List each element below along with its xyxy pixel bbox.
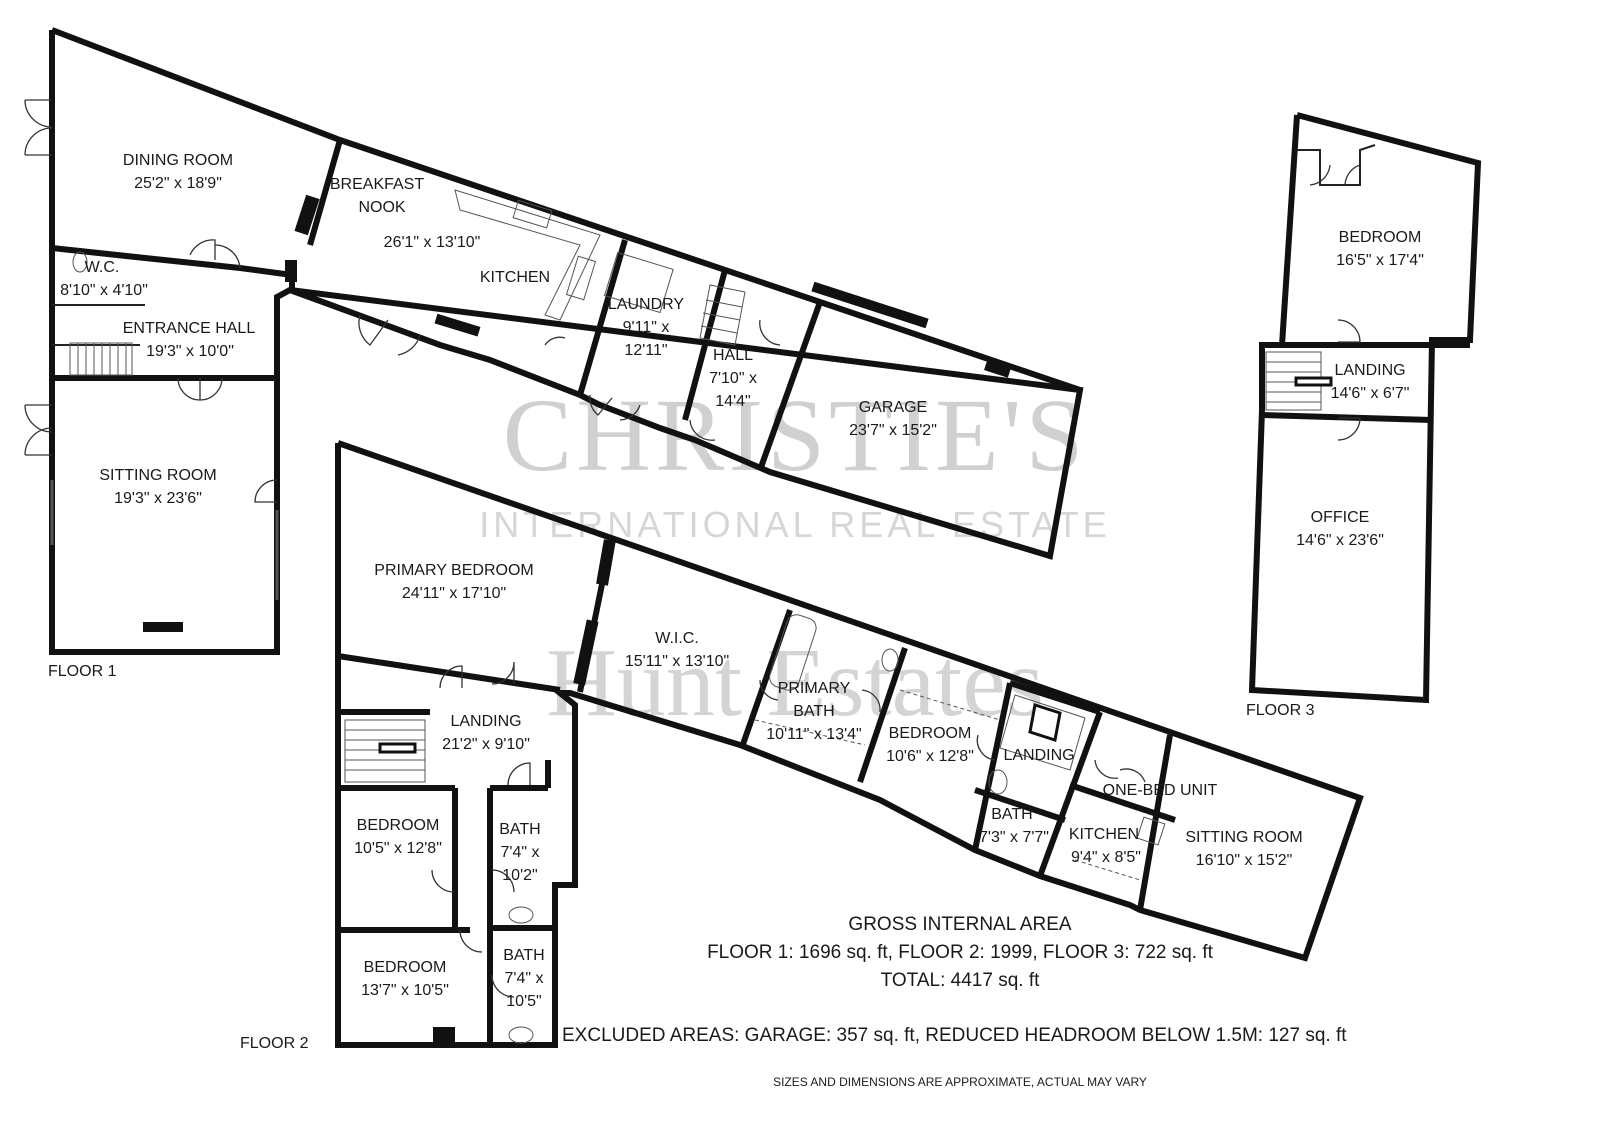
- floor-2-fixtures: [508, 614, 1166, 1044]
- room-size-bath-a-1: 7'4" x: [501, 844, 540, 861]
- room-size-bath-b-2: 10'5": [506, 993, 541, 1010]
- floor-2-plan: PRIMARY BEDROOM 24'11" x 17'10" W.I.C. 1…: [240, 440, 1364, 1052]
- room-size-hall-2: 14'4": [715, 393, 750, 410]
- watermark-tagline: INTERNATIONAL REAL ESTATE: [479, 504, 1110, 545]
- gross-area-floors: FLOOR 1: 1696 sq. ft, FLOOR 2: 1999, FLO…: [707, 942, 1214, 963]
- room-name-sitting: SITTING ROOM: [99, 467, 216, 484]
- room-size-bedroom-mid: 10'6" x 12'8": [886, 748, 974, 765]
- bedroom-landing-wall: [972, 682, 1013, 851]
- room-size-primary-bedroom: 24'11" x 17'10": [402, 585, 506, 602]
- room-size-unit-kitchen: 9'4" x 8'5": [1071, 849, 1141, 866]
- room-name-unit-sitting: SITTING ROOM: [1185, 829, 1302, 846]
- room-size-laundry-1: 9'11" x: [623, 319, 670, 336]
- hall-stairs: [699, 284, 746, 346]
- room-name-f3-landing: LANDING: [1334, 362, 1405, 379]
- entrance-stairs: [69, 342, 133, 376]
- floor-2-room-labels: PRIMARY BEDROOM 24'11" x 17'10" W.I.C. 1…: [354, 562, 1303, 1010]
- dining-breakfast-wall: [307, 139, 343, 246]
- floor-1-outer-wall: [49, 30, 1084, 655]
- room-name-garage: GARAGE: [859, 399, 927, 416]
- excluded-areas: EXCLUDED AREAS: GARAGE: 357 sq. ft, REDU…: [562, 1025, 1347, 1046]
- room-size-primary-bath: 10'11" x 13'4": [766, 726, 861, 743]
- floor-3-plan: BEDROOM 16'5" x 17'4" LANDING 14'6" x 6'…: [1246, 112, 1482, 719]
- room-name-wc: W.C.: [85, 259, 120, 276]
- room-name-laundry: LAUNDRY: [608, 296, 685, 313]
- watermark-brand: CHRISTIE'S: [503, 378, 1088, 493]
- gross-area-total: TOTAL: 4417 sq. ft: [881, 970, 1040, 991]
- kitchen-sitting-wall: [1137, 734, 1173, 911]
- room-name-entrance-hall: ENTRANCE HALL: [123, 320, 256, 337]
- room-name-primary-bath-2: BATH: [793, 703, 834, 720]
- hall-garage-wall: [757, 300, 823, 472]
- room-name-bath-a: BATH: [499, 821, 540, 838]
- room-name-landing-right: LANDING: [1003, 747, 1074, 764]
- floor-1-doors: [24, 99, 781, 503]
- room-size-sitting: 19'3" x 23'6": [114, 490, 202, 507]
- room-size-entrance-hall: 19'3" x 10'0": [146, 343, 234, 360]
- room-size-landing-left: 21'2" x 9'10": [442, 736, 530, 753]
- floor-3-doors: [1309, 164, 1361, 441]
- floor-2-doors: [431, 661, 1146, 998]
- wic-bath-wall: [739, 609, 793, 748]
- kitchen-counters: [454, 189, 674, 321]
- room-name-bedroom-mid: BEDROOM: [889, 725, 972, 742]
- room-size-bath-small: 7'3" x 7'7": [979, 829, 1049, 846]
- room-name-primary-bath-1: PRIMARY: [778, 680, 851, 697]
- disclaimer: SIZES AND DIMENSIONS ARE APPROXIMATE, AC…: [773, 1075, 1147, 1089]
- floor-1-windows: [50, 480, 279, 600]
- floor-3-room-labels: BEDROOM 16'5" x 17'4" LANDING 14'6" x 6'…: [1296, 229, 1424, 549]
- floor-1-label: FLOOR 1: [48, 663, 117, 680]
- gross-area-heading: GROSS INTERNAL AREA: [848, 914, 1071, 935]
- room-name-one-bed-unit: ONE-BED UNIT: [1103, 782, 1218, 799]
- room-size-dining: 25'2" x 18'9": [134, 175, 222, 192]
- area-summary: GROSS INTERNAL AREA FLOOR 1: 1696 sq. ft…: [562, 914, 1347, 1089]
- floor-2-stairs-right: [999, 694, 1086, 771]
- room-size-bath-b-1: 7'4" x: [505, 970, 544, 987]
- room-size-f3-landing: 14'6" x 6'7": [1331, 385, 1410, 402]
- floor-1-plan: DINING ROOM 25'2" x 18'9" W.C. 8'10" x 4…: [24, 27, 1084, 680]
- room-size-breakfast: 26'1" x 13'10": [384, 234, 481, 251]
- room-size-f3-bedroom: 16'5" x 17'4": [1336, 252, 1424, 269]
- room-name-landing-left: LANDING: [450, 713, 521, 730]
- watermark: CHRISTIE'S INTERNATIONAL REAL ESTATE Hun…: [479, 378, 1110, 737]
- room-name-unit-kitchen: KITCHEN: [1069, 826, 1139, 843]
- primary-bedroom-bottom-wall: [337, 653, 561, 693]
- floor-1-top-wall: [50, 27, 1081, 393]
- floor-3-label: FLOOR 3: [1246, 702, 1315, 719]
- floor-2-label: FLOOR 2: [240, 1035, 309, 1052]
- room-size-bedroom-a: 10'5" x 12'8": [354, 840, 442, 857]
- room-size-wc: 8'10" x 4'10": [60, 282, 148, 299]
- landing-kitchen-wall: [1037, 710, 1103, 878]
- room-size-office: 14'6" x 23'6": [1296, 532, 1384, 549]
- room-size-bedroom-b: 13'7" x 10'5": [361, 982, 449, 999]
- room-name-bath-b: BATH: [503, 947, 544, 964]
- floor-2-stairs-left: [344, 719, 426, 783]
- room-size-garage: 23'7" x 15'2": [849, 422, 937, 439]
- room-name-dining: DINING ROOM: [123, 152, 233, 169]
- room-size-hall-1: 7'10" x: [709, 370, 757, 387]
- room-name-primary-bedroom: PRIMARY BEDROOM: [374, 562, 533, 579]
- watermark-agency: Hunt Estates: [546, 629, 1044, 737]
- room-name-f3-bedroom: BEDROOM: [1339, 229, 1422, 246]
- room-name-kitchen: KITCHEN: [480, 269, 550, 286]
- room-name-bath-small: BATH: [991, 806, 1032, 823]
- room-name-office: OFFICE: [1311, 509, 1370, 526]
- floor-1-room-labels: DINING ROOM 25'2" x 18'9" W.C. 8'10" x 4…: [60, 152, 937, 507]
- room-size-bath-a-2: 10'2": [502, 867, 537, 884]
- laundry-hall-wall: [682, 269, 728, 421]
- room-name-breakfast-1: BREAKFAST: [330, 176, 424, 193]
- room-size-wic: 15'11" x 13'10": [625, 653, 729, 670]
- floor-3-outer-wall: [1248, 112, 1482, 704]
- room-name-bedroom-a: BEDROOM: [357, 817, 440, 834]
- room-name-wic: W.I.C.: [655, 630, 699, 647]
- room-size-unit-sitting: 16'10" x 15'2": [1196, 852, 1293, 869]
- room-name-breakfast-2: NOOK: [358, 199, 405, 216]
- room-name-bedroom-b: BEDROOM: [364, 959, 447, 976]
- floor-3-stairs: [1265, 351, 1333, 411]
- kitchen-laundry-wall: [577, 239, 628, 396]
- bath-bedroom-wall: [857, 647, 908, 783]
- room-size-laundry-2: 12'11": [624, 342, 667, 359]
- room-name-hall: HALL: [713, 347, 753, 364]
